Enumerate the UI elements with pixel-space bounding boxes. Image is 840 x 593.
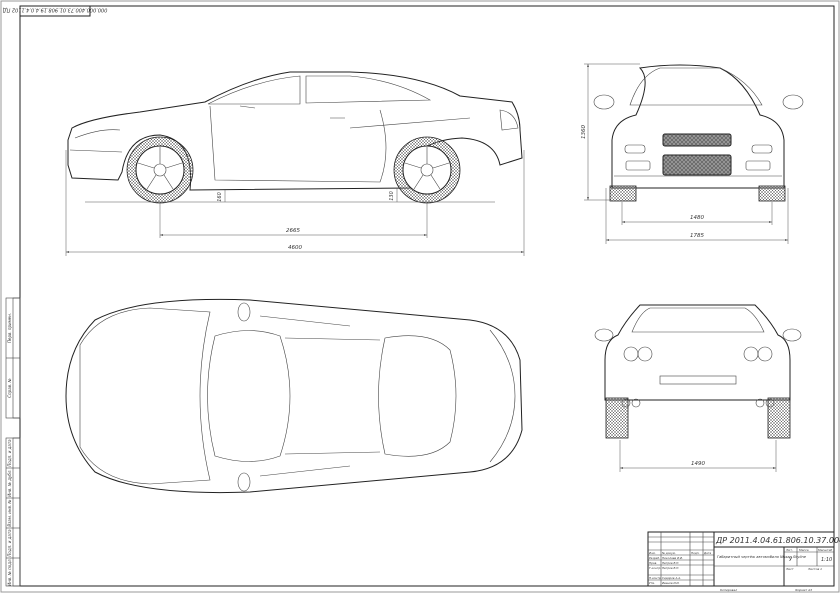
rear-right-tire — [767, 397, 791, 439]
margin-label: Инв. № дубл. — [7, 469, 12, 496]
margin-label: Подп. и дата — [7, 439, 12, 467]
row-role: Пров. — [649, 561, 657, 565]
front-view — [593, 64, 804, 202]
margin-label: Инв. № подл. — [7, 558, 12, 586]
rear-view — [594, 304, 802, 439]
lit-value: У — [789, 557, 793, 563]
row-role: Изм. — [649, 551, 656, 555]
overall-length-label: 4600 — [288, 245, 302, 251]
document-number: ДР 2011.4.04.61.806.10.37.004.000.000 — [715, 536, 840, 545]
overall-width-label: 1785 — [690, 233, 704, 239]
front-right-tire — [758, 185, 786, 202]
drawing-frame — [19, 5, 835, 587]
top-view — [65, 298, 523, 494]
rear-dimensions: 1490 — [619, 440, 777, 472]
lower-grille — [662, 154, 732, 176]
copied-label: Копировал — [720, 588, 737, 592]
row-name: Николаев И.И. — [662, 556, 683, 560]
row-name: Сидоров А.А. — [662, 576, 681, 580]
wheelbase-label: 2665 — [286, 228, 300, 234]
top-stamp: 000.000.400.73.01.908.19.4.0.4.1102 ПД — [3, 5, 108, 17]
margin-label: Перв. примен. — [7, 313, 12, 343]
margin-label: Взам. инв. № — [7, 499, 12, 526]
scale-label: Масштаб — [818, 548, 832, 552]
mass-label: Масса — [799, 548, 809, 552]
drawing-title: Габаритный чертёж автомобиля Nissan Skyl… — [717, 555, 807, 559]
sheets-label: Листов 1 — [807, 567, 822, 571]
rear-clearance-label: 130 — [389, 191, 395, 201]
side-view — [67, 71, 523, 204]
rear-left-tire — [605, 397, 629, 439]
margin-label: Подп. и дата — [7, 529, 12, 557]
lit-label: Лит. — [785, 548, 793, 552]
row-role: Утв. — [649, 581, 655, 585]
stamp-code: 000.000.400.73.01.908.19.4.0.4.1102 ПД — [3, 7, 108, 13]
row-name: Петров В.П. — [662, 561, 679, 565]
rear-track-label: 1490 — [691, 461, 705, 467]
row-date: Дата — [703, 551, 712, 555]
side-margin: Перв. примен. Справ. № Подп. и дата Инв.… — [5, 297, 21, 587]
row-name: № докум. — [661, 551, 676, 555]
row-role: Т.контр. — [649, 566, 661, 570]
overall-height-label: 1360 — [581, 125, 587, 139]
row-role: Н.контр. — [649, 576, 662, 580]
side-dimensions: 160 130 2665 4600 — [65, 150, 525, 256]
row-name: Петров В.П. — [662, 566, 679, 570]
row-sign: Подп. — [691, 551, 700, 555]
row-role: Разраб. — [649, 556, 660, 560]
front-dimensions: 1360 1480 1785 — [581, 63, 789, 244]
upper-grille — [662, 133, 732, 147]
scale-value: 1:10 — [821, 557, 832, 563]
front-clearance-label: 160 — [217, 192, 223, 202]
front-track-label: 1480 — [690, 215, 704, 221]
format-label: Формат А3 — [795, 588, 812, 592]
row-name: Иванов И.И. — [662, 581, 680, 585]
title-block: ДР 2011.4.04.61.806.10.37.004.000.000 Га… — [647, 531, 840, 592]
margin-label: Справ. № — [7, 378, 12, 397]
sheet-label: Лист — [785, 567, 794, 571]
front-left-tire — [609, 185, 637, 202]
